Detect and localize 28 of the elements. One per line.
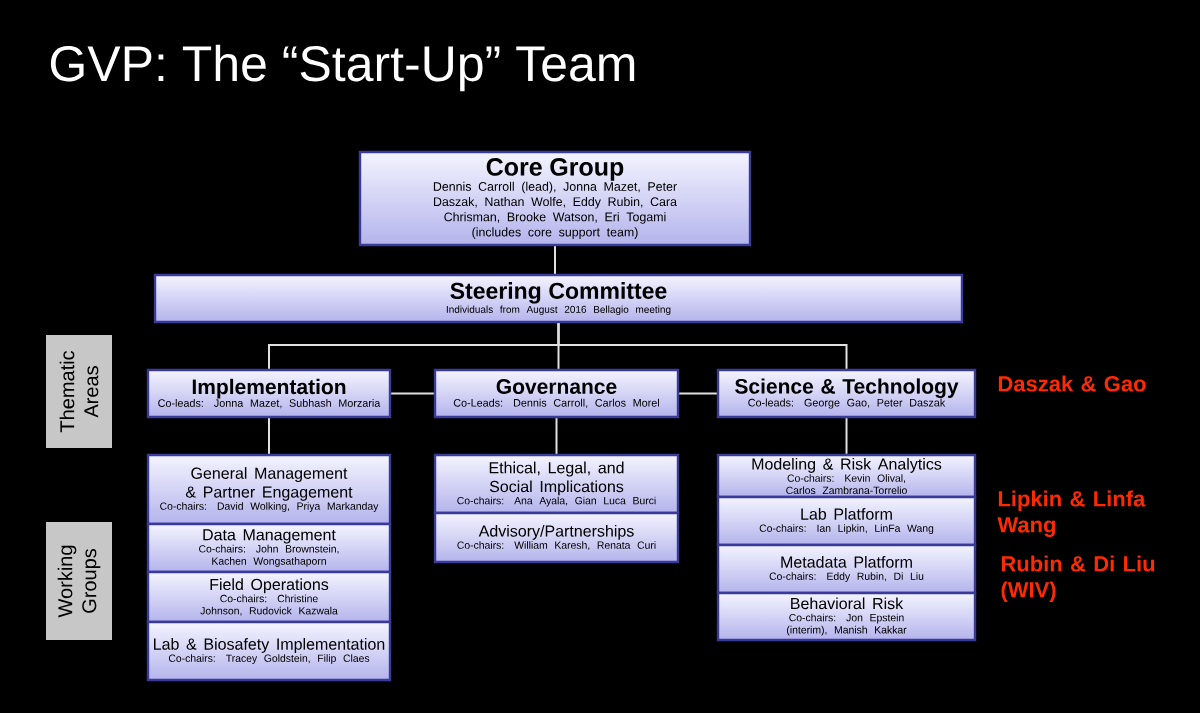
org-box: Advisory/Partnerships Co-chairs: William Karesh, Renata Curi (433, 511, 680, 564)
org-box: General Management & Partner Engagement Co-chairs: David Wolking, Priya Markanday (146, 453, 392, 526)
org-box: Behavioral Risk Co-chairs: Jon Epstein (interim), Manish Kakkar (716, 591, 977, 642)
org-box: Science & Technology Co-leads: George Gao, Peter Daszak (716, 368, 977, 419)
org-box: Metadata Platform Co-chairs: Eddy Rubin, Di Liu (716, 543, 977, 595)
org-box: Ethical, Legal, and Social Implications Co-chairs: Ana Ayala, Gian Luca Burci (433, 453, 680, 515)
band-label: Working Groups (46, 522, 112, 640)
connector-line (268, 417, 270, 455)
connector-line (845, 417, 848, 455)
org-box: Lab Platform Co-chairs: Ian Lipkin, LinFa Wang (716, 495, 977, 547)
org-box: Governance Co-Leads: Dennis Carroll, Carlos Morel (433, 368, 680, 419)
org-box: Field Operations Co-chairs: Christine Johnson, Rudovick Kazwala (146, 570, 392, 624)
annotation: Daszak & Gao (998, 375, 1146, 392)
connector-line (555, 417, 558, 455)
annotation: Lipkin & Linfa Wang (997, 490, 1146, 537)
org-box: Implementation Co-leads: Jonna Mazet, Subhash Morzaria (146, 368, 392, 419)
annotation: Rubin & Di Liu (WIV) (1001, 555, 1155, 602)
band-label: Thematic Areas (46, 335, 112, 448)
org-box: Data Management Co-chairs: John Brownstein, Kachen Wongsathaporn (146, 522, 392, 574)
org-box: Core Group Dennis Carroll (lead), Jonna Mazet, Peter Daszak, Nathan Wolfe, Eddy Rubin, Cara Chrisman, Brooke Watson, Eri Togami (includes core support team) (358, 150, 752, 247)
slide-title: GVP: The “Start-Up” Team (50, 44, 635, 92)
connector-line (554, 245, 556, 275)
connector-line (678, 392, 718, 395)
connector-line (390, 392, 435, 395)
connector-line (557, 322, 848, 370)
org-box: Lab & Biosafety Implementation Co-chairs: Tracey Goldstein, Filip Claes (146, 620, 392, 682)
org-box: Steering Committee Individuals from August 2016 Bellagio meeting (153, 273, 964, 324)
org-box: Modeling & Risk Analytics Co-chairs: Kevin Olival, Carlos Zambrana-Torrelio (716, 453, 977, 499)
